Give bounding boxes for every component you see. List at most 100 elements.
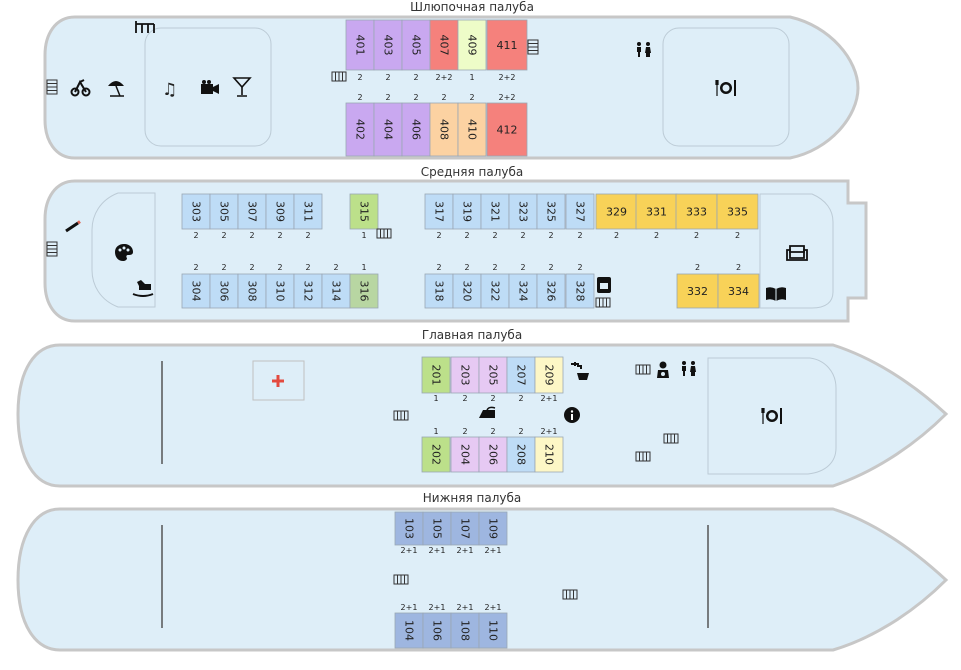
cabin-box[interactable]	[373, 102, 403, 157]
cabin-box[interactable]	[181, 193, 211, 230]
cabin-box[interactable]	[565, 193, 595, 230]
cabin-box[interactable]	[506, 436, 536, 473]
cabin-box[interactable]	[394, 612, 424, 649]
cabin-box[interactable]	[265, 193, 295, 230]
cabin-box[interactable]	[534, 436, 564, 473]
cabin-box[interactable]	[293, 273, 323, 309]
cabin-box[interactable]	[716, 193, 759, 230]
cabin-box[interactable]	[452, 273, 482, 309]
cabin-box[interactable]	[237, 193, 267, 230]
cabin-box[interactable]	[595, 193, 638, 230]
cabin-box[interactable]	[452, 193, 482, 230]
cabin-box[interactable]	[209, 273, 239, 309]
cabin-box[interactable]	[293, 193, 323, 230]
cabin-box[interactable]	[345, 19, 375, 71]
cabin-box[interactable]	[394, 511, 424, 546]
cabin-box[interactable]	[349, 273, 379, 309]
cabin-box[interactable]	[565, 273, 595, 309]
cabin-box[interactable]	[508, 193, 538, 230]
cabin-box[interactable]	[401, 102, 431, 157]
cabin-box[interactable]	[457, 19, 487, 71]
cabin-box[interactable]	[717, 273, 760, 309]
cabin-box[interactable]	[429, 19, 459, 71]
cabin-box[interactable]	[422, 511, 452, 546]
cabin-box[interactable]	[457, 102, 487, 157]
cabin-box[interactable]	[429, 102, 459, 157]
cabin-box[interactable]	[237, 273, 267, 309]
cabin-box[interactable]	[450, 511, 480, 546]
cabin-box[interactable]	[209, 193, 239, 230]
cabin-box[interactable]	[534, 356, 564, 394]
cabin-box[interactable]	[321, 273, 351, 309]
cabin-box[interactable]	[181, 273, 211, 309]
cabin-box[interactable]	[421, 356, 451, 394]
cabin-box[interactable]	[486, 19, 528, 71]
cabin-box[interactable]	[536, 273, 566, 309]
cabin-box[interactable]	[421, 436, 451, 473]
cabin-box[interactable]	[265, 273, 295, 309]
cabin-box[interactable]	[635, 193, 678, 230]
cabin-box[interactable]	[536, 193, 566, 230]
cabin-box[interactable]	[478, 612, 508, 649]
cabin-box[interactable]	[478, 511, 508, 546]
cabin-box[interactable]	[349, 193, 379, 230]
cabin-box[interactable]	[450, 356, 480, 394]
cabin-box[interactable]	[676, 273, 719, 309]
